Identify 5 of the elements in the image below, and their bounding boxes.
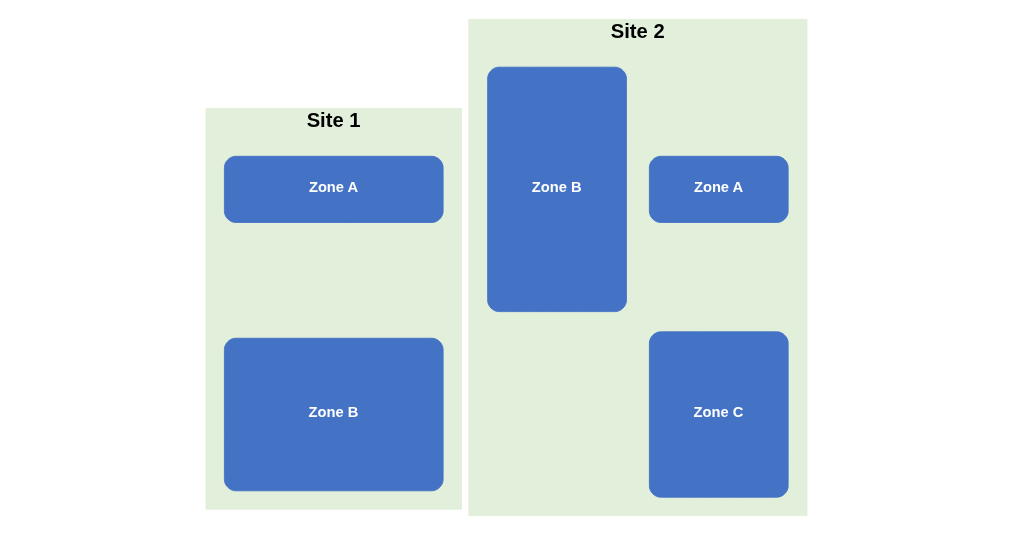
node-box: Zone A <box>648 155 789 223</box>
node-box: Zone B <box>223 337 444 492</box>
node-box: Zone A <box>223 155 444 223</box>
node-box: Zone C <box>648 331 789 498</box>
node-box: Zone B <box>487 66 627 313</box>
